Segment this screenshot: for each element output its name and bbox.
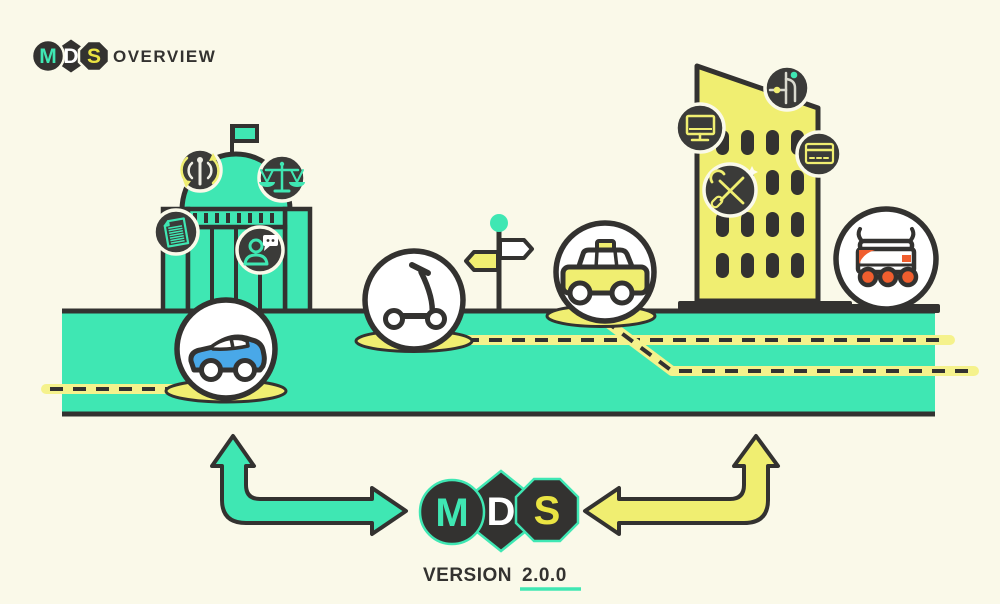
monitor-icon: [674, 102, 726, 154]
logo-circle-m: [418, 478, 486, 546]
version-label: VERSION: [423, 565, 512, 586]
robot-corner-panel: [859, 250, 875, 265]
robot-light: [902, 255, 911, 262]
robot-wheel: [857, 266, 879, 288]
taxi-wheel: [567, 280, 593, 306]
car-wheel: [233, 358, 257, 382]
logo-octagon-s: [77, 39, 111, 73]
credit-card-icon: [795, 130, 843, 178]
scooter-wheel: [383, 308, 405, 330]
taxi-badge: [553, 220, 657, 324]
flag: [231, 124, 259, 143]
delivery-robot-badge: [833, 206, 939, 312]
car-wheel: [199, 358, 223, 382]
taxi-cabin: [575, 247, 636, 272]
icon-circle: [795, 130, 843, 178]
logo-letter-d: D: [63, 45, 78, 68]
logo-letter-s: S: [534, 489, 561, 533]
city-to-mds-arrow: [210, 434, 408, 536]
scooter-wheel: [425, 308, 447, 330]
mds-logo-large: M D S: [418, 469, 580, 553]
logo-letter-m: M: [435, 491, 468, 535]
car-glass: [209, 336, 250, 351]
right-pillar: [282, 206, 313, 315]
page-title: OVERVIEW: [113, 47, 216, 66]
version-line: VERSION 2.0.0: [423, 565, 581, 591]
document-icon: [152, 208, 200, 256]
broadcast-icon: [177, 147, 223, 193]
taxi-wheel: [609, 280, 635, 306]
sparkle: [746, 166, 758, 178]
direction-signpost: [464, 214, 534, 311]
logo-letter-m: M: [39, 45, 57, 68]
version-number: 2.0.0: [522, 565, 567, 586]
header: M D S OVERVIEW: [30, 36, 216, 76]
street-map-icon: [763, 64, 811, 112]
signpost-ball: [490, 214, 508, 232]
mds-logo-small: M D S: [30, 36, 111, 76]
person-chat-icon: [235, 225, 285, 275]
sign-right-arrow: [498, 238, 534, 260]
logo-octagon-s: [514, 477, 580, 543]
robot-wheel: [897, 266, 919, 288]
travel-line-taxi: [599, 315, 979, 376]
logo-circle-m: [30, 38, 66, 74]
tools-icon: [702, 162, 758, 218]
sign-left-arrow: [464, 250, 500, 272]
provider-to-mds-arrow: [583, 434, 780, 536]
logo-letter-s: S: [87, 45, 101, 68]
logo-letter-d: D: [487, 490, 516, 534]
scooter-badge: [362, 248, 466, 352]
robot-wheel: [877, 266, 899, 288]
scales-of-justice-icon: [257, 153, 307, 203]
car-badge: [174, 297, 278, 401]
